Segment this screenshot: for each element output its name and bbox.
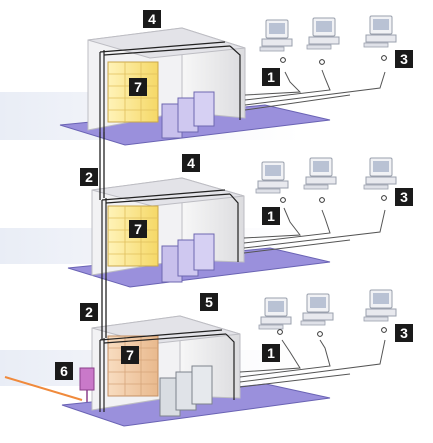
floor-2	[67, 157, 397, 288]
ceiling	[87, 27, 246, 59]
svg-text:2: 2	[85, 304, 93, 320]
svg-text:3: 3	[400, 325, 408, 341]
badge-floor2-workstation-left: 1	[262, 207, 280, 225]
badge-floor3-workstation-left: 1	[262, 344, 280, 362]
desktop-computer-icon	[363, 289, 397, 322]
svg-text:7: 7	[126, 347, 134, 363]
desktop-computer-icon	[255, 161, 289, 194]
svg-text:3: 3	[400, 189, 408, 205]
cable-bundle	[99, 329, 235, 412]
desktop-computer-icon	[303, 157, 337, 190]
desktop-computer-icon	[363, 15, 397, 48]
outlet-icon	[381, 327, 387, 333]
svg-text:1: 1	[267, 345, 275, 361]
backbone-risers	[99, 132, 107, 340]
server-racks	[161, 233, 215, 283]
svg-text:7: 7	[134, 79, 142, 95]
horizontal-cabling	[244, 69, 386, 111]
svg-text:3: 3	[400, 51, 408, 67]
horizontal-cabling	[239, 339, 386, 388]
outlet-icon	[280, 57, 286, 63]
server-racks	[161, 91, 215, 139]
outlet-icon	[280, 197, 286, 203]
outlet-icon	[319, 59, 325, 65]
desktop-computer-icon	[363, 157, 397, 190]
badge-floor3-cabinet: 7	[121, 346, 139, 364]
svg-text:4: 4	[148, 11, 156, 27]
badge-floor3-top: 5	[200, 293, 218, 311]
badge-floor1-cabinet: 7	[129, 78, 147, 96]
badge-riser-upper: 2	[80, 168, 98, 186]
server-racks	[159, 365, 213, 417]
badge-floor2-cabinet: 7	[129, 220, 147, 238]
outlet-icon	[381, 195, 387, 201]
badge-floor2-workstation-right: 3	[395, 188, 413, 206]
badge-floor1-workstation-left: 1	[262, 68, 280, 86]
outlet-icon	[277, 329, 283, 335]
desktop-computer-icon	[306, 17, 340, 50]
desktop-computer-icon	[300, 293, 334, 326]
svg-text:2: 2	[85, 169, 93, 185]
entrance-cable	[4, 376, 83, 401]
patch-cabinet	[107, 335, 159, 397]
badge-riser-lower: 2	[80, 303, 98, 321]
svg-text:1: 1	[267, 208, 275, 224]
badge-entrance: 6	[55, 362, 73, 380]
badge-floor2-top: 4	[182, 154, 200, 172]
badge-floor3-workstation-right: 3	[395, 324, 413, 342]
desktop-computer-icon	[259, 19, 293, 52]
floor-1	[59, 15, 397, 146]
svg-text:4: 4	[187, 155, 195, 171]
svg-text:7: 7	[134, 221, 142, 237]
horizontal-cabling	[243, 207, 386, 254]
outlet-icon	[317, 331, 323, 337]
svg-text:5: 5	[205, 294, 213, 310]
outlet-icon	[381, 55, 387, 61]
entrance-box	[79, 367, 95, 391]
svg-text:1: 1	[267, 69, 275, 85]
cable-bundle	[99, 41, 241, 132]
cable-bundle	[101, 189, 239, 278]
outlet-icon	[319, 197, 325, 203]
badge-floor1-top: 4	[143, 10, 161, 28]
badge-floor1-workstation-right: 3	[395, 50, 413, 68]
svg-text:6: 6	[60, 363, 68, 379]
desktop-computer-icon	[258, 297, 292, 330]
